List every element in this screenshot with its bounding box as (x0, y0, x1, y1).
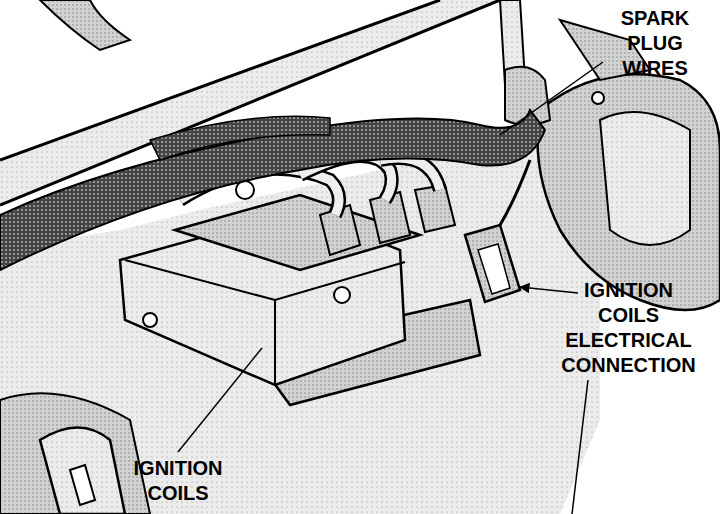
part-label: SPARK PLUG WIRES (605, 6, 705, 81)
part-label: IGNITION COILS ELECTRICAL CONNECTION (556, 278, 701, 378)
part-label: IGNITION COILS (128, 456, 228, 506)
